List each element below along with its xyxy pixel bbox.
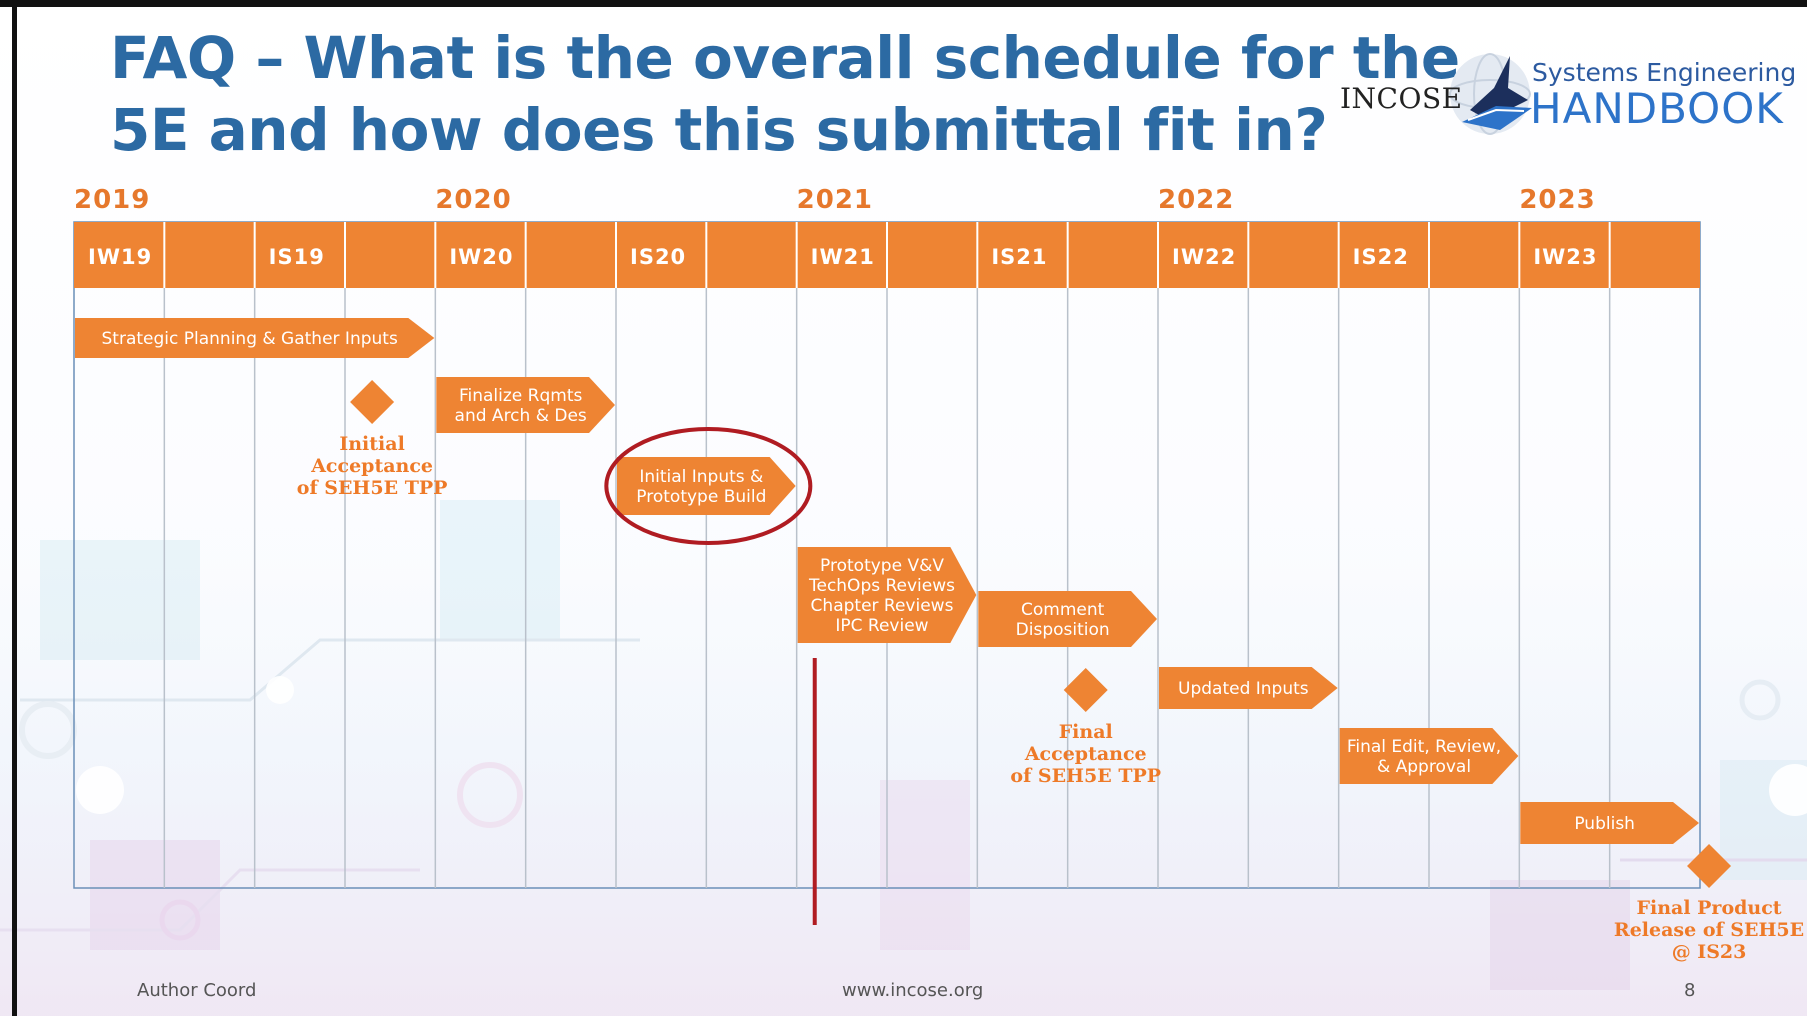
logo-line-1: Systems Engineering	[1532, 58, 1797, 87]
frame-top-border	[0, 0, 1807, 7]
milestone-diamond-final-acceptance	[1063, 668, 1108, 712]
task-arrow-prototype-vv	[797, 547, 977, 643]
period-label: IS22	[1353, 245, 1409, 269]
title-line-2: 5E and how does this submittal fit in?	[110, 96, 1328, 164]
year-label: 2022	[1158, 185, 1234, 215]
milestone-label: of SEH5E TPP	[297, 477, 448, 499]
milestone-label: of SEH5E TPP	[1010, 765, 1161, 787]
slide-title: FAQ – What is the overall schedule for t…	[110, 22, 1460, 166]
task-label: Prototype V&V	[820, 556, 944, 576]
task-label: Final Edit, Review,	[1347, 737, 1501, 757]
task-label: Comment	[1021, 600, 1105, 620]
period-label: IS21	[991, 245, 1047, 269]
incose-handbook-logo: INCOSE Systems Engineering HANDBOOK	[1336, 44, 1806, 144]
task-arrow-finalize	[436, 377, 615, 433]
footer-url: www.incose.org	[842, 980, 984, 1001]
task-label: Updated Inputs	[1178, 679, 1309, 699]
milestone-diamond-initial-acceptance	[350, 380, 395, 424]
period-label: IS20	[630, 245, 686, 269]
year-label: 2019	[74, 185, 150, 215]
milestone-label: Release of SEH5E	[1614, 919, 1804, 941]
highlight-circle	[604, 427, 813, 545]
milestone-diamond-final-release	[1687, 844, 1732, 888]
task-arrow-initial-inputs	[617, 457, 796, 515]
task-label: Finalize Rqmts	[459, 386, 583, 406]
period-label: IW19	[88, 245, 152, 269]
frame-left-border	[12, 0, 17, 1016]
page-number: 8	[1684, 980, 1696, 1001]
task-label: TechOps Reviews	[808, 576, 955, 596]
milestone-label: Acceptance	[310, 455, 433, 477]
logo-line-2: HANDBOOK	[1530, 84, 1784, 133]
period-label: IW23	[1533, 245, 1597, 269]
milestone-label: Final	[1059, 721, 1113, 743]
milestone-label: Initial	[339, 433, 404, 455]
year-label: 2021	[797, 185, 873, 215]
period-label: IW20	[449, 245, 513, 269]
task-label: IPC Review	[835, 616, 928, 636]
task-label: Prototype Build	[636, 487, 766, 507]
period-label: IW22	[1172, 245, 1236, 269]
task-label: Strategic Planning & Gather Inputs	[102, 329, 398, 349]
year-label: 2023	[1519, 185, 1595, 215]
task-arrow-strategic	[75, 318, 435, 358]
task-label: Initial Inputs &	[639, 467, 763, 487]
task-label: Chapter Reviews	[811, 596, 954, 616]
task-arrow-publish	[1520, 802, 1699, 844]
title-line-1: FAQ – What is the overall schedule for t…	[110, 24, 1460, 92]
milestone-label: Final Product	[1636, 897, 1781, 919]
logo-org-name: INCOSE	[1340, 82, 1463, 115]
period-label: IW21	[811, 245, 875, 269]
footer-author: Author Coord	[137, 980, 257, 1001]
task-arrow-comment-disposition	[978, 591, 1157, 647]
task-arrow-updated-inputs	[1159, 667, 1338, 709]
task-label: Publish	[1574, 814, 1635, 834]
year-label: 2020	[435, 185, 511, 215]
milestone-label: Acceptance	[1024, 743, 1147, 765]
task-label: and Arch & Des	[455, 406, 587, 426]
milestone-label: @ IS23	[1672, 941, 1747, 963]
task-label: Disposition	[1016, 620, 1110, 640]
globe-book-icon	[1449, 53, 1532, 135]
task-label: & Approval	[1377, 757, 1471, 777]
task-arrow-final-edit	[1339, 728, 1519, 784]
period-label: IS19	[269, 245, 325, 269]
